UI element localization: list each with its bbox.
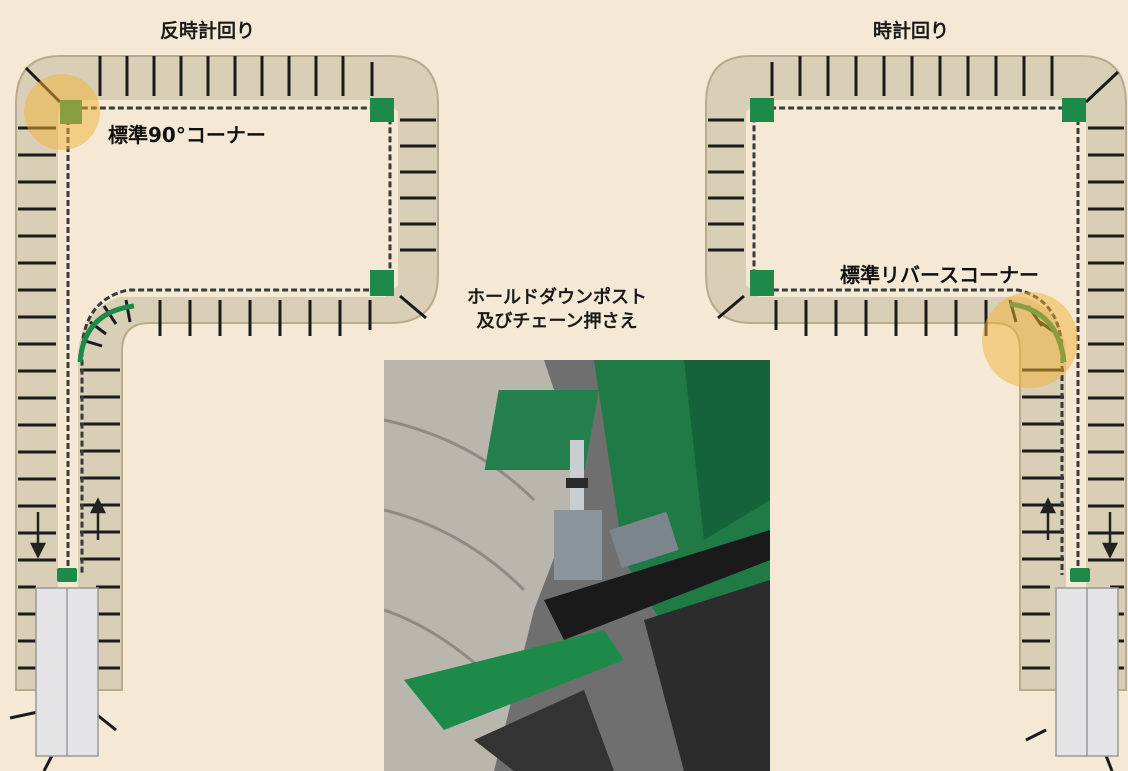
left-panel-title: 反時計回り xyxy=(160,20,256,42)
left-corner-highlight xyxy=(24,74,100,150)
left-reverse-curve-green xyxy=(77,303,135,363)
left-track-slats xyxy=(9,56,436,771)
right-drive-unit xyxy=(1055,587,1119,757)
photo-caption-line1: ホールドダウンポスト xyxy=(467,287,647,308)
right-panel-title: 時計回り xyxy=(873,20,950,42)
left-conveyor-track xyxy=(15,55,439,691)
right-corner-callout: 標準リバースコーナー xyxy=(840,263,1039,287)
photo-caption-line2: 及びチェーン押さえ xyxy=(476,311,638,333)
hold-down-post-photo xyxy=(384,360,770,771)
right-corner-blocks xyxy=(750,98,1090,582)
left-direction-arrows xyxy=(29,497,107,559)
left-corner-callout: 標準90°コーナー xyxy=(108,123,266,147)
photo-caption: ホールドダウンポスト 及びチェーン押さえ xyxy=(467,286,647,335)
right-direction-arrows xyxy=(1039,497,1119,559)
right-corner-highlight xyxy=(982,292,1078,388)
left-drive-unit xyxy=(35,587,99,757)
